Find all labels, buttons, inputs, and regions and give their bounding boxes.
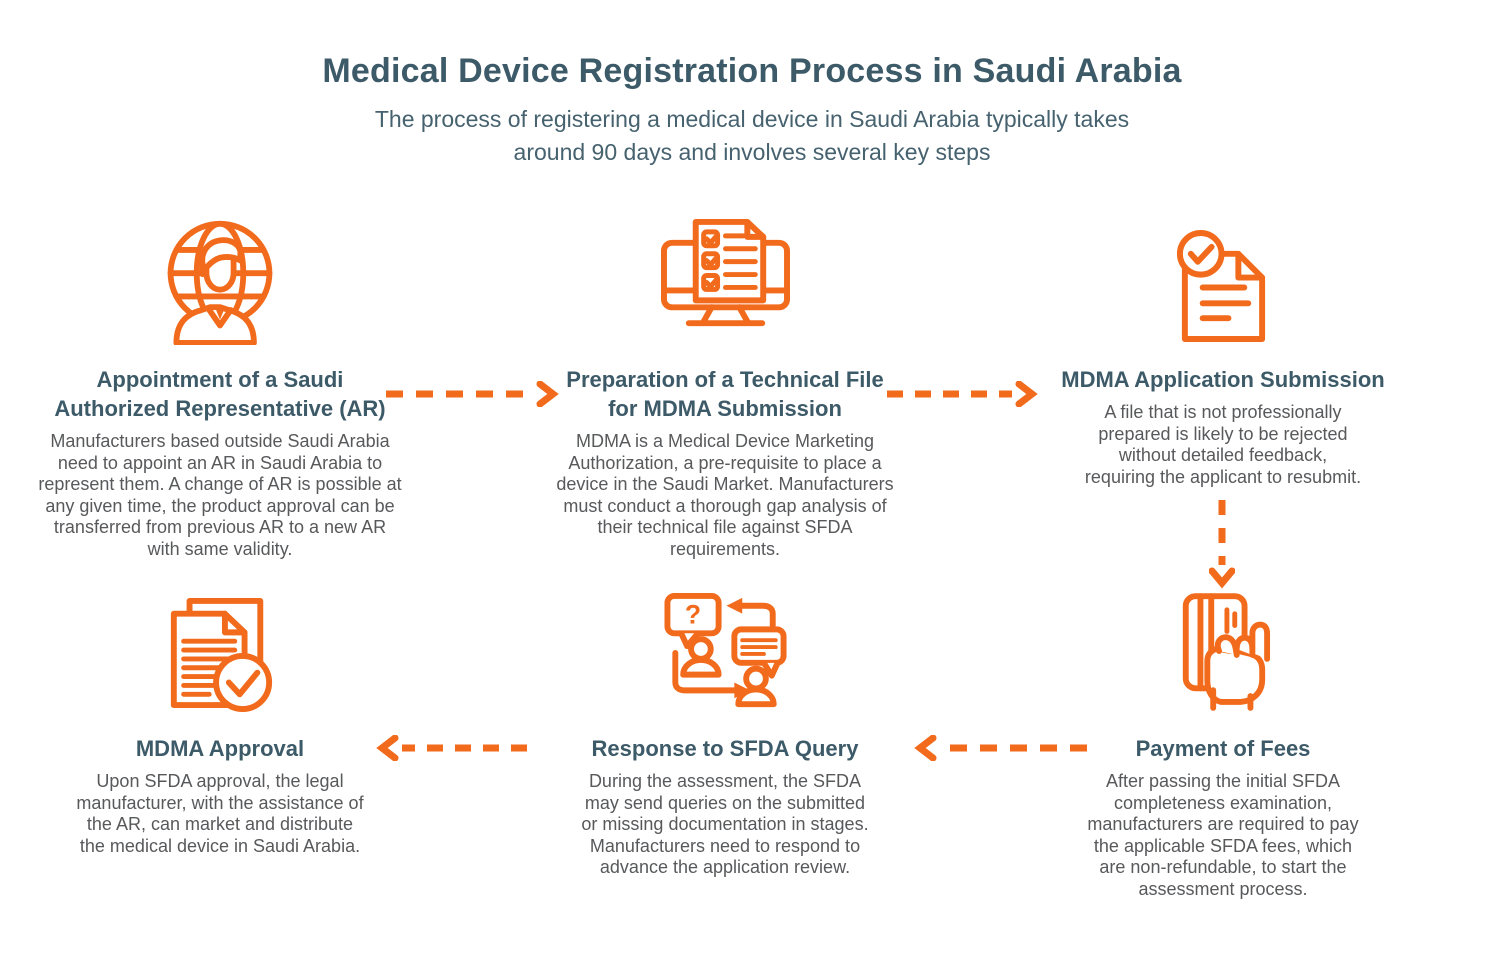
step-title: Preparation of a Technical File for MDMA… bbox=[566, 367, 884, 422]
dashed-arrow-left-icon bbox=[372, 734, 530, 762]
step-title: MDMA Application Submission bbox=[1061, 367, 1385, 392]
monitor-checklist-icon bbox=[515, 205, 935, 345]
step-appointment-ar: Appointment of a Saudi Authorized Repres… bbox=[10, 205, 430, 561]
step-payment-of-fees: Payment of Fees After passing the initia… bbox=[1013, 592, 1433, 901]
step-title: MDMA Approval bbox=[135, 736, 305, 761]
step-body: During the assessment, the SFDA may send… bbox=[581, 771, 869, 878]
dashed-arrow-right-icon bbox=[383, 380, 563, 408]
dashed-arrow-right-icon bbox=[884, 380, 1042, 408]
dashed-arrow-down-icon bbox=[1208, 497, 1236, 593]
step-title: Appointment of a Saudi Authorized Repres… bbox=[54, 367, 386, 422]
globe-person-icon bbox=[10, 205, 430, 345]
card-payment-icon bbox=[1013, 592, 1433, 714]
step-mdma-approval: MDMA Approval Upon SFDA approval, the le… bbox=[10, 592, 430, 857]
step-technical-file: Preparation of a Technical File for MDMA… bbox=[515, 205, 935, 561]
step-body: After passing the initial SFDA completen… bbox=[1087, 771, 1359, 899]
step-body: A file that is not professionally prepar… bbox=[1084, 402, 1362, 487]
step-title: Response to SFDA Query bbox=[591, 736, 859, 761]
dashed-arrow-left-icon bbox=[910, 734, 1090, 762]
header: Medical Device Registration Process in S… bbox=[0, 52, 1504, 170]
step-body: Upon SFDA approval, the legal manufactur… bbox=[76, 771, 364, 856]
documents-approved-icon bbox=[10, 592, 430, 714]
page-subtitle: The process of registering a medical dev… bbox=[374, 106, 1130, 166]
svg-text:?: ? bbox=[684, 599, 700, 629]
document-check-icon bbox=[1013, 205, 1433, 345]
step-response-sfda-query: ? Response to SFDA Query During the asse… bbox=[515, 592, 935, 879]
step-body: Manufacturers based outside Saudi Arabia… bbox=[38, 431, 402, 560]
step-mdma-application-submission: MDMA Application Submission A file that … bbox=[1013, 205, 1433, 488]
step-body: MDMA is a Medical Device Marketing Autho… bbox=[556, 431, 894, 560]
page-title: Medical Device Registration Process in S… bbox=[322, 52, 1182, 90]
chat-query-icon: ? bbox=[515, 592, 935, 714]
step-title: Payment of Fees bbox=[1135, 736, 1311, 761]
